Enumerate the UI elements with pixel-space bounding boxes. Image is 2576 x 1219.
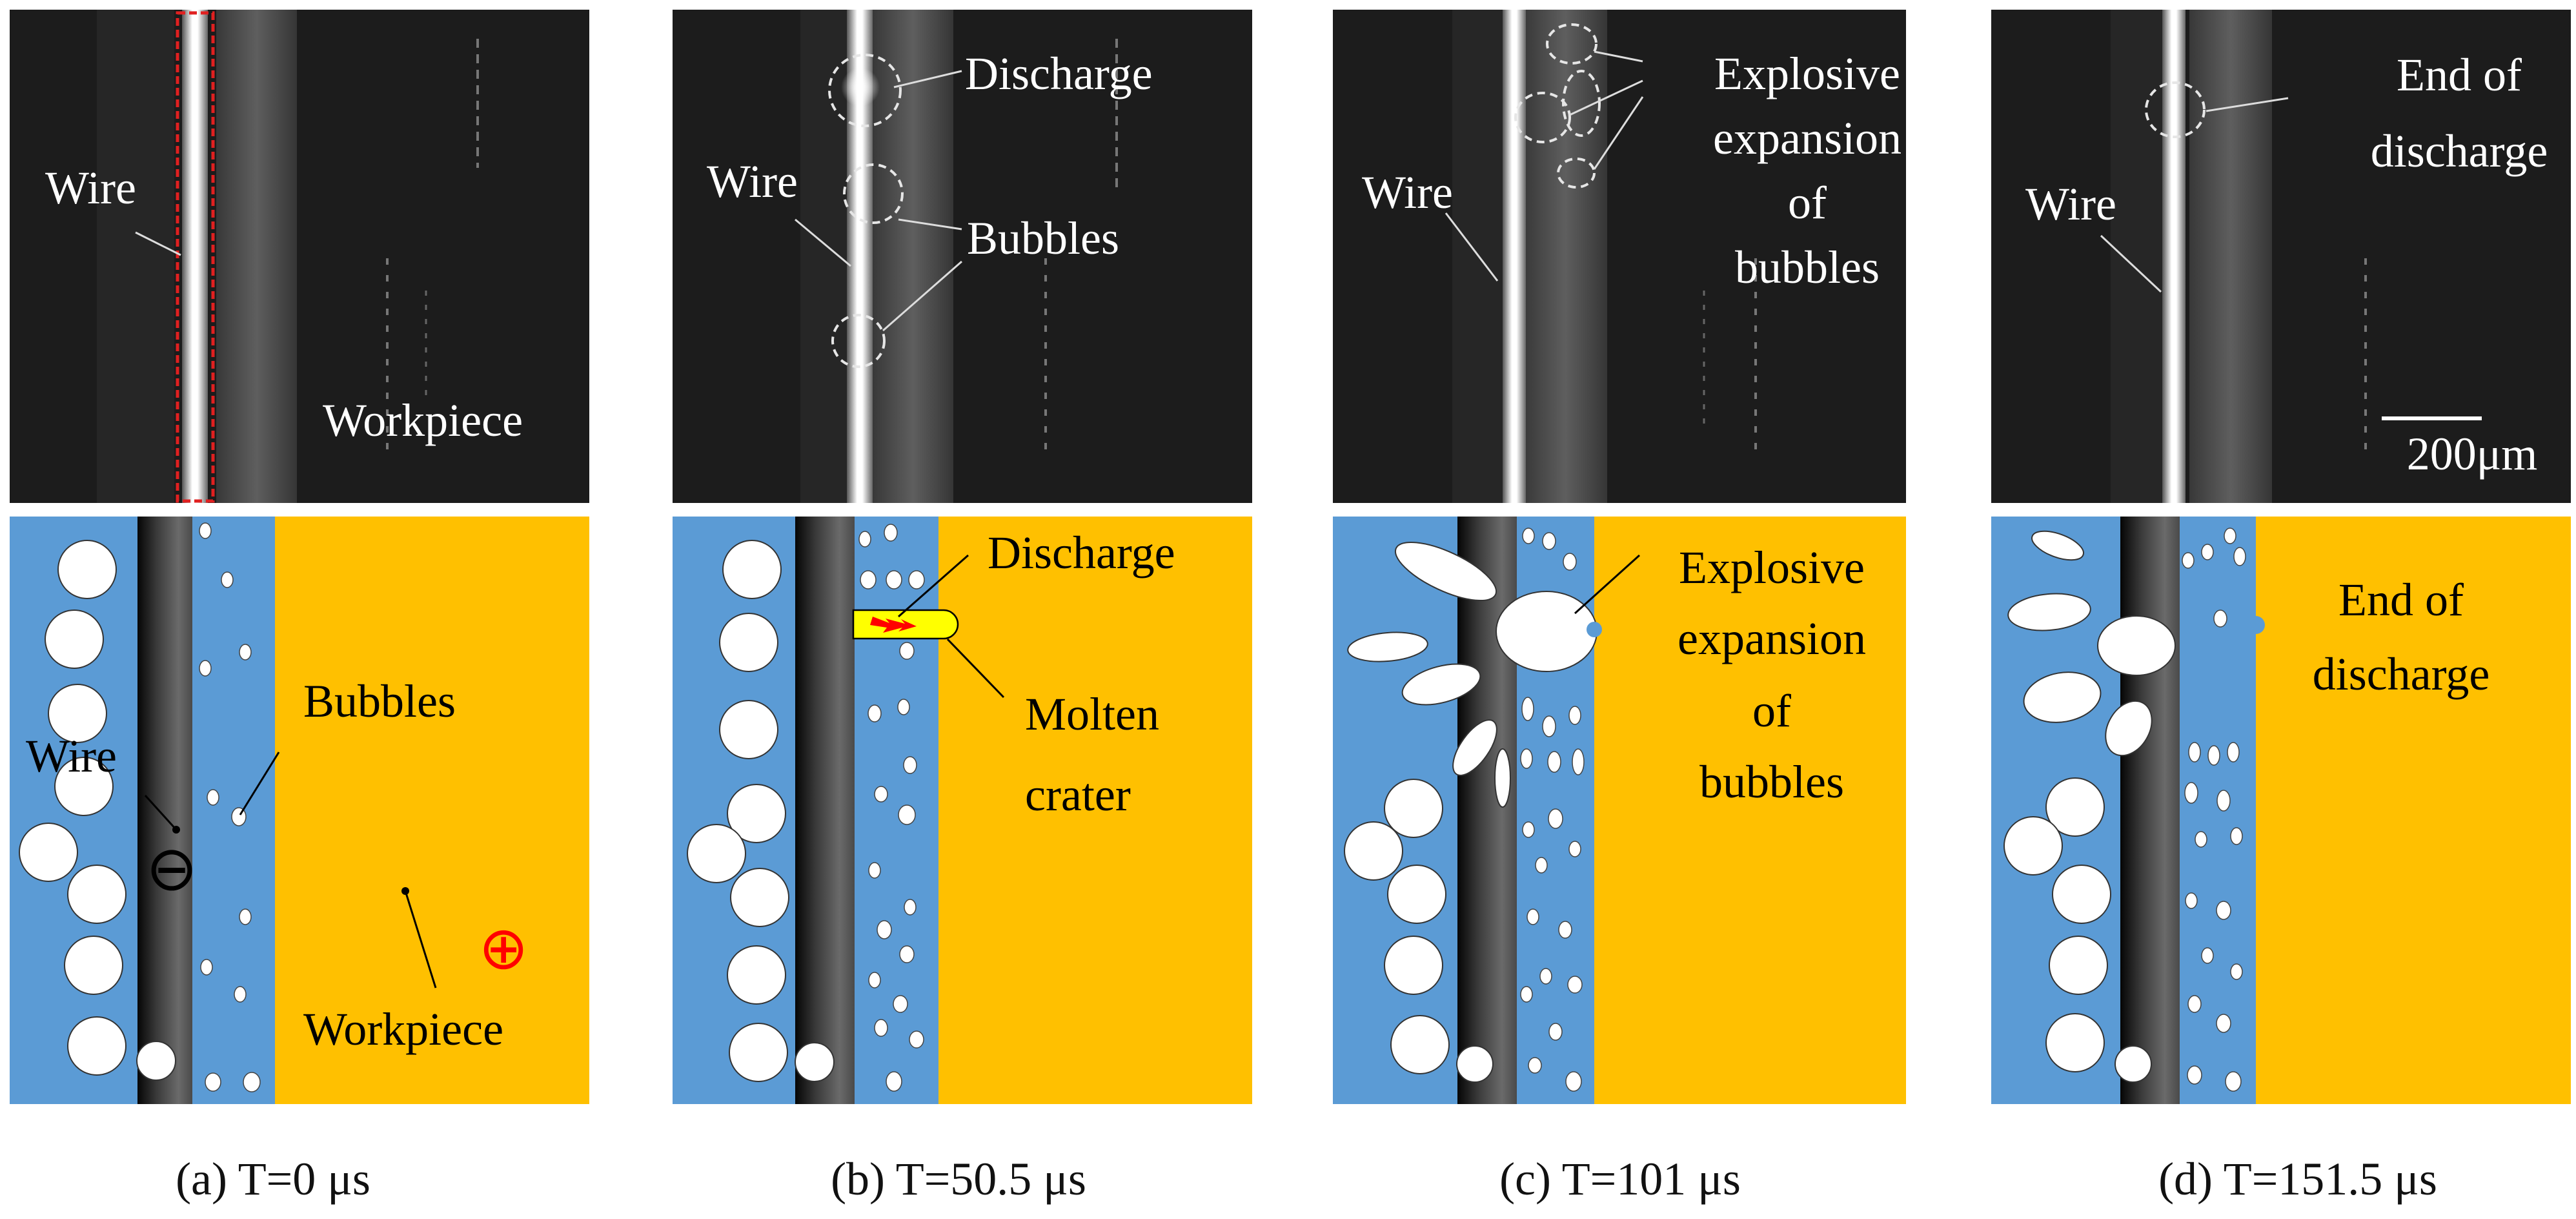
large-bubbles-b [687, 540, 835, 1082]
caption-d: (d) T=151.5 μs [2158, 1153, 2437, 1205]
diagram-b-discharge-label: Discharge [988, 527, 1175, 579]
caption-b: (b) T=50.5 μs [831, 1153, 1086, 1205]
workpiece-a [275, 517, 589, 1104]
diagram-b-crater-label: crater [1025, 769, 1131, 821]
panel-a: Wire Workpiece [10, 10, 589, 1205]
photo-b-discharge-label: Discharge [965, 48, 1153, 99]
photo-b: Discharge Wire Bubbles [673, 10, 1252, 503]
minus-sign: ⊖ [146, 832, 198, 905]
scale-label: 200μm [2407, 428, 2538, 480]
wire-highlight-box [176, 11, 215, 503]
diagram-d-endof-label: End of [2338, 574, 2464, 626]
wire-c [1457, 517, 1517, 1104]
photo-d: Wire End of discharge 200μm [1991, 10, 2571, 503]
spark-icon [870, 617, 917, 633]
workpiece-d [2256, 517, 2571, 1104]
photo-c-explosive-label: Explosive [1714, 48, 1900, 99]
panel-d: Wire End of discharge 200μm [1991, 10, 2571, 1205]
photo-c: Wire Explosive expansion of bubbles [1333, 10, 1906, 503]
wire-b [795, 517, 855, 1104]
diagram-c-explosive-label: Explosive [1679, 542, 1865, 593]
photo-c-wire-label: Wire [1362, 167, 1453, 218]
wire-d [2120, 517, 2180, 1104]
photo-c-of-label: of [1788, 177, 1827, 229]
diagram-a-workpiece-label: Workpiece [303, 1003, 503, 1055]
workpiece-b [938, 517, 1252, 1104]
plus-sign: ⊕ [478, 914, 528, 983]
diagram-c-bubbles-label: bubbles [1699, 756, 1844, 808]
photo-b-bubbles-label: Bubbles [967, 212, 1119, 264]
diagram-d: End of discharge [1991, 517, 2571, 1104]
workpiece-c [1594, 517, 1906, 1104]
photo-c-bubbles-label: bubbles [1735, 241, 1880, 293]
large-bubbles-d [2003, 530, 2176, 1083]
caption-a: (a) T=0 μs [176, 1153, 370, 1205]
diagram-c: Explosive expansion of bubbles [1333, 517, 1906, 1104]
large-bubbles-a [19, 540, 176, 1081]
small-bubbles-c [1520, 528, 1585, 1092]
diagram-d-discharge-label: discharge [2313, 648, 2490, 700]
caption-c: (c) T=101 μs [1499, 1153, 1741, 1205]
photo-a-workpiece-label: Workpiece [323, 394, 523, 446]
diagram-a-bubbles-label: Bubbles [303, 675, 456, 727]
photo-a: Wire Workpiece [10, 10, 589, 503]
diagram-a-wire-label: Wire [26, 730, 117, 782]
photo-d-wire-label: Wire [2025, 178, 2116, 230]
diagram-a: Wire Bubbles Workpiece ⊖ ⊕ [10, 517, 589, 1104]
photo-d-discharge-label: discharge [2371, 125, 2548, 177]
diagram-b: Discharge Molten crater [673, 517, 1252, 1104]
photo-a-wire-label: Wire [45, 162, 136, 214]
panel-c: Wire Explosive expansion of bubbles [1333, 10, 1906, 1205]
large-bubbles-c [1344, 541, 1597, 1083]
small-bubbles-d [2182, 528, 2246, 1092]
small-bubbles-b [858, 524, 925, 1092]
diagram-b-molten-label: Molten [1025, 688, 1159, 740]
wire-a [137, 517, 192, 1104]
photo-d-endof-label: End of [2397, 49, 2522, 101]
photo-b-wire-label: Wire [707, 156, 798, 207]
small-bubbles-a [199, 522, 261, 1092]
diagram-c-expansion-label: expansion [1678, 613, 1866, 664]
diagram-c-of-label: of [1752, 685, 1791, 737]
photo-c-expansion-label: expansion [1713, 112, 1902, 164]
panel-b: Discharge Wire Bubbles [673, 10, 1252, 1205]
